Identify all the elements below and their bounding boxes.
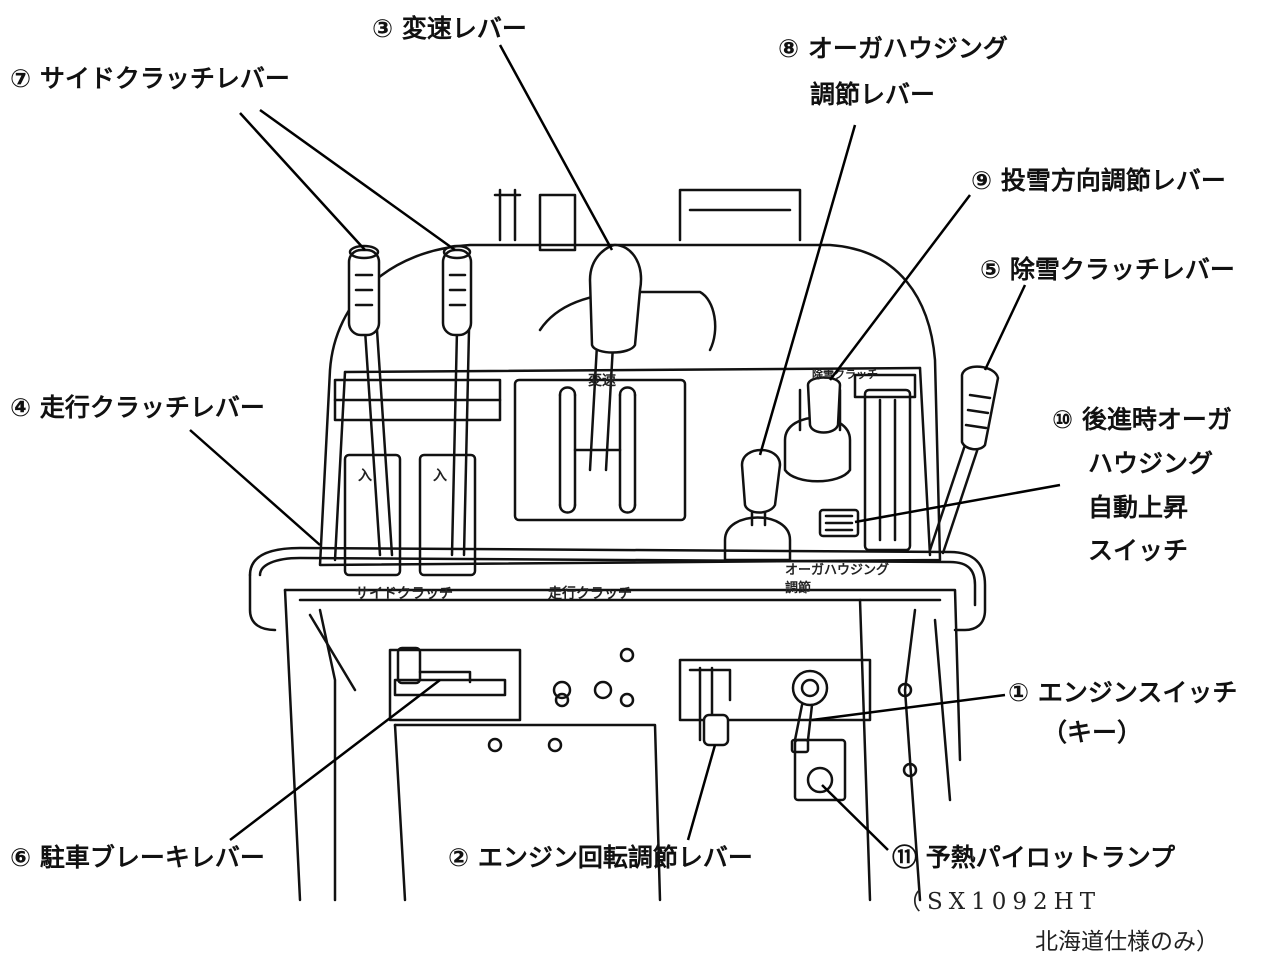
label-chute-direction-lever: ⑨ 投雪方向調節レバー bbox=[971, 166, 1226, 195]
leader-line-10 bbox=[854, 483, 1061, 524]
leader-line-1 bbox=[811, 693, 1006, 722]
bolt bbox=[619, 692, 635, 708]
panel-text-shift: 変速 bbox=[588, 372, 616, 389]
bolt bbox=[487, 737, 503, 753]
bolt bbox=[547, 737, 563, 753]
label-auto-lift-switch-4: スイッチ bbox=[1088, 536, 1189, 565]
bolt bbox=[552, 680, 572, 700]
leader-line-4 bbox=[189, 429, 321, 546]
snow-clutch-lever-shaft bbox=[928, 443, 980, 555]
label-travel-clutch-lever: ④ 走行クラッチレバー bbox=[10, 393, 265, 422]
leader-line-5 bbox=[983, 284, 1027, 371]
label-auto-lift-switch-1: ⑩ 後進時オーガ bbox=[1052, 405, 1232, 434]
label-engine-speed-lever: ② エンジン回転調節レバー bbox=[448, 843, 753, 872]
auger-housing-lever-base bbox=[723, 516, 792, 562]
chute-lever-knob bbox=[806, 376, 842, 434]
parking-brake-lever bbox=[393, 678, 507, 697]
side-clutch-gate-left bbox=[343, 453, 402, 577]
side-clutch-gate-right bbox=[418, 453, 477, 577]
left-frame bbox=[318, 608, 337, 902]
right-frame bbox=[903, 608, 922, 902]
leader-line-8 bbox=[758, 124, 857, 456]
leader-line-2 bbox=[686, 744, 717, 841]
bolt bbox=[902, 762, 918, 778]
auto-lift-switch-body bbox=[818, 508, 860, 538]
shift-lever-knob bbox=[588, 243, 643, 354]
panel-text-auger-adjust: オーガハウジング bbox=[785, 562, 889, 578]
auger-housing-lever-knob bbox=[740, 448, 782, 514]
bolt bbox=[619, 647, 635, 663]
shift-gate-plate bbox=[513, 378, 687, 522]
front-panel bbox=[283, 588, 962, 762]
leader-line-11 bbox=[821, 784, 889, 851]
key-switch-body bbox=[791, 669, 829, 707]
panel-text-side-clutch: サイドクラッチ bbox=[355, 586, 453, 602]
label-preheat-lamp-note-2: 北海道仕様のみ） bbox=[1035, 929, 1219, 955]
bolt bbox=[554, 692, 570, 708]
snow-clutch-gate bbox=[863, 388, 912, 552]
leader-line-7a bbox=[239, 112, 366, 251]
label-engine-switch-1: ① エンジンスイッチ bbox=[1008, 678, 1238, 707]
panel-text-travel-clutch: 走行クラッチ bbox=[548, 585, 632, 602]
snow-clutch-lever-grip bbox=[960, 365, 1000, 451]
rear-warning-label bbox=[538, 193, 577, 252]
label-shift-lever: ③ 変速レバー bbox=[372, 14, 527, 43]
panel-text-snow-clutch: 除雪クラッチ bbox=[812, 367, 878, 381]
bolt bbox=[593, 680, 613, 700]
rear-hood bbox=[678, 188, 802, 242]
label-auto-lift-switch-2: ハウジング bbox=[1088, 449, 1214, 478]
label-preheat-lamp-note-1: （SX1092HT bbox=[898, 889, 1102, 915]
rear-bracket bbox=[493, 188, 522, 242]
label-side-clutch-lever: ⑦ サイドクラッチレバー bbox=[10, 64, 290, 93]
preheat-lamp-panel bbox=[793, 738, 847, 802]
panel-text-auger-adjust-2: 調節 bbox=[785, 580, 811, 596]
label-snow-clutch-lever: ⑤ 除雪クラッチレバー bbox=[980, 255, 1235, 284]
label-auto-lift-switch-3: 自動上昇 bbox=[1088, 493, 1189, 522]
label-engine-switch-2: （キー） bbox=[1042, 718, 1143, 747]
side-clutch-lever-left bbox=[363, 328, 394, 557]
side-clutch-lever-right bbox=[450, 328, 471, 557]
leader-line-3 bbox=[498, 44, 614, 251]
label-preheat-lamp: ⑪ 予熱パイロットランプ bbox=[892, 843, 1175, 872]
label-auger-housing-lever-2: 調節レバー bbox=[810, 80, 936, 109]
leader-line-7b bbox=[259, 108, 456, 252]
preheat-lamp bbox=[806, 766, 834, 794]
label-auger-housing-lever-1: ⑧ オーガハウジング bbox=[778, 34, 1008, 63]
shift-lever-shaft bbox=[588, 343, 615, 472]
leader-line-6 bbox=[229, 679, 441, 841]
label-parking-brake-lever: ⑥ 駐車ブレーキレバー bbox=[10, 843, 265, 872]
leader-line-9 bbox=[829, 194, 971, 381]
handle-bar bbox=[248, 546, 987, 632]
panel-text-on-left: 入 bbox=[358, 468, 372, 484]
bolt bbox=[897, 682, 913, 698]
key bbox=[793, 703, 814, 742]
engine-speed-lever-knob bbox=[702, 713, 730, 747]
panel-text-on-right: 入 bbox=[433, 468, 447, 484]
